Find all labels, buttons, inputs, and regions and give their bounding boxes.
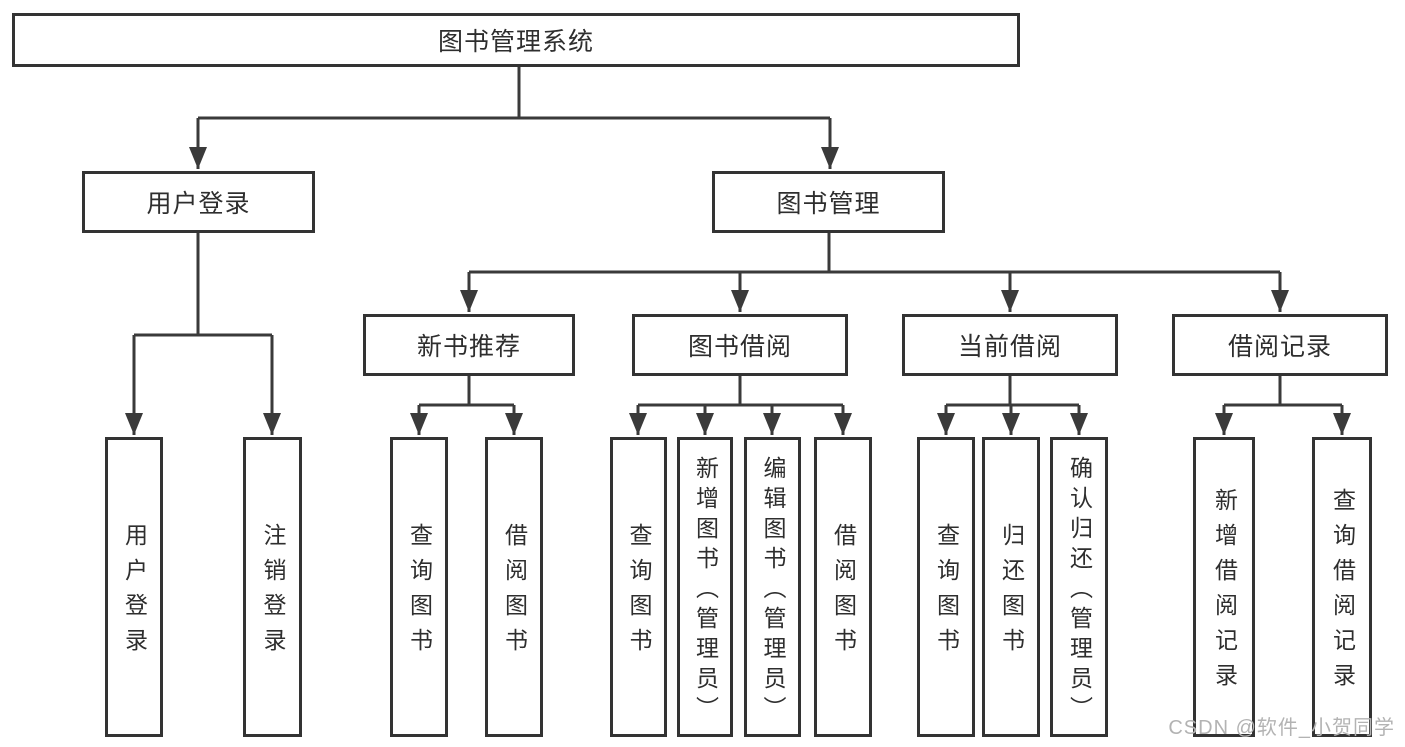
node-label: 查询图书 xyxy=(626,523,652,663)
node-leaf-borrow-books-1: 借阅图书 xyxy=(485,437,543,737)
node-leaf-add-borrow-record: 新增借阅记录 xyxy=(1193,437,1255,737)
node-book-borrow: 图书借阅 xyxy=(632,314,848,376)
node-label: 编辑图书（管理员） xyxy=(760,455,786,726)
node-label: 用户登录 xyxy=(121,523,148,663)
arrow-down-icon xyxy=(125,413,143,435)
connector-current-borrow xyxy=(937,375,1088,435)
arrow-down-icon xyxy=(505,413,523,435)
node-label: 查询图书 xyxy=(933,523,960,663)
node-leaf-user-login: 用户登录 xyxy=(105,437,163,737)
node-label: 查询借阅记录 xyxy=(1329,488,1356,698)
arrow-down-icon xyxy=(460,290,478,312)
arrow-down-icon xyxy=(1070,413,1088,435)
watermark: CSDN @软件_小贺同学 xyxy=(1168,717,1395,739)
connector-user-login xyxy=(125,232,281,435)
node-leaf-confirm-return-admin: 确认归还（管理员） xyxy=(1050,437,1108,737)
arrow-down-icon xyxy=(834,413,852,435)
arrow-down-icon xyxy=(821,147,839,169)
arrow-down-icon xyxy=(1002,413,1020,435)
node-leaf-query-books-3: 查询图书 xyxy=(917,437,975,737)
connector-new-books xyxy=(410,375,523,435)
node-label: 新增图书（管理员） xyxy=(692,455,719,726)
arrow-down-icon xyxy=(731,290,749,312)
arrow-down-icon xyxy=(629,413,647,435)
arrow-down-icon xyxy=(1215,413,1233,435)
arrow-down-icon xyxy=(1001,290,1019,312)
node-book-management: 图书管理 xyxy=(712,171,945,233)
node-library-system: 图书管理系统 xyxy=(12,13,1020,67)
arrow-down-icon xyxy=(937,413,955,435)
arrow-down-icon xyxy=(410,413,428,435)
arrow-down-icon xyxy=(696,413,714,435)
node-leaf-query-books-2: 查询图书 xyxy=(610,437,667,737)
node-leaf-edit-books-admin: 编辑图书（管理员） xyxy=(744,437,801,737)
node-leaf-logout: 注销登录 xyxy=(243,437,302,737)
node-label: 借阅图书 xyxy=(830,523,857,663)
node-leaf-add-books-admin: 新增图书（管理员） xyxy=(677,437,733,737)
node-label: 确认归还（管理员） xyxy=(1066,455,1093,726)
node-user-login: 用户登录 xyxy=(82,171,315,233)
arrow-down-icon xyxy=(1333,413,1351,435)
node-leaf-query-borrow-record: 查询借阅记录 xyxy=(1312,437,1372,737)
node-current-borrow: 当前借阅 xyxy=(902,314,1118,376)
node-new-book-recommend: 新书推荐 xyxy=(363,314,575,376)
arrow-down-icon xyxy=(1271,290,1289,312)
connector-book-borrow xyxy=(629,375,852,435)
arrow-down-icon xyxy=(263,413,281,435)
node-label: 新增借阅记录 xyxy=(1211,488,1238,698)
arrow-down-icon xyxy=(763,413,781,435)
arrow-down-icon xyxy=(189,147,207,169)
node-label: 归还图书 xyxy=(998,523,1025,663)
node-leaf-borrow-books-2: 借阅图书 xyxy=(814,437,872,737)
connector-borrow-records xyxy=(1215,375,1351,435)
node-label: 注销登录 xyxy=(260,523,286,663)
connector-root xyxy=(189,66,839,169)
node-leaf-query-books-1: 查询图书 xyxy=(390,437,448,737)
node-label: 查询图书 xyxy=(406,523,433,663)
node-leaf-return-books: 归还图书 xyxy=(982,437,1040,737)
connector-book-management xyxy=(460,232,1289,312)
node-borrow-records: 借阅记录 xyxy=(1172,314,1388,376)
node-label: 借阅图书 xyxy=(501,523,528,663)
